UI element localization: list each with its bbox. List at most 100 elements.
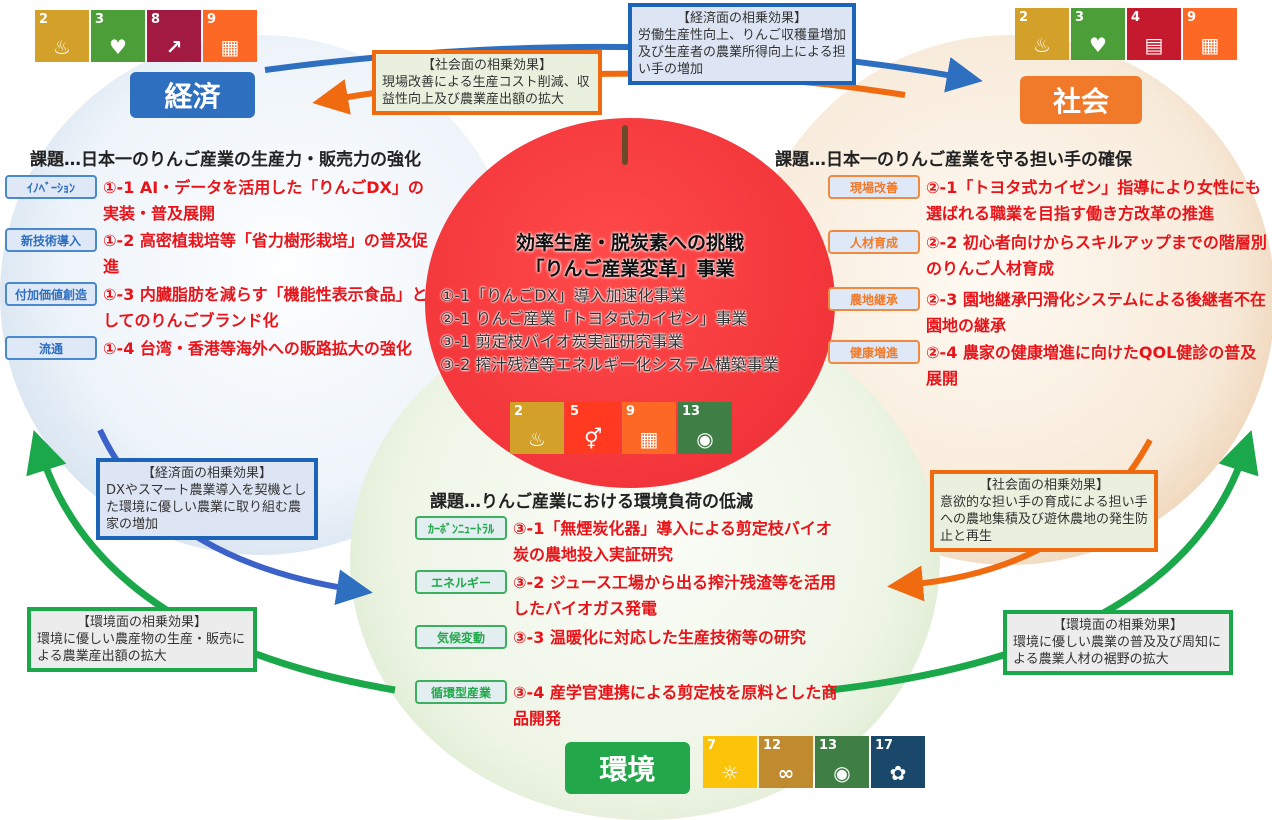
- issue-environment: 課題…りんご産業における環境負荷の低減: [430, 492, 753, 512]
- measure-text: ①-2 高密植栽培等「省力樹形栽培」の普及促進: [103, 231, 428, 276]
- sdg-goal-tile: 2♨: [1015, 8, 1069, 60]
- sdg-icons-economy: 2♨ 3 ♥ 8 ↗ 9▦: [35, 10, 257, 62]
- sun-icon: ☼: [721, 761, 739, 785]
- effect-body: 労働生産性向上、りんご収穫量増加及び生産者の農業所得向上による担い手の増加: [638, 28, 847, 77]
- measure-tag: エネルギー: [415, 570, 507, 594]
- cubes-icon: ▦: [220, 35, 240, 59]
- sdg-goal-number: 9: [1187, 10, 1197, 25]
- sdg-goal-number: 17: [875, 738, 894, 753]
- sdg-icons-center: 2♨5⚥9▦13◉: [510, 402, 732, 454]
- effect-title: 【環境面の相乗効果】: [1052, 618, 1183, 633]
- effect-right-environment: 【環境面の相乗効果】環境に優しい農業の普及及び周知による農業人材の裾野の拡大: [1003, 610, 1233, 675]
- measure-tag: 流通: [5, 336, 97, 360]
- pillar-society: 社会: [1020, 76, 1142, 124]
- gender-icon: ⚥: [583, 427, 603, 451]
- sdg-goal-number: 8: [151, 12, 161, 27]
- measure-text: ①-4 台湾・香港等海外への販路拡大の強化: [103, 339, 412, 358]
- sdg-goal-number: 13: [682, 404, 701, 419]
- sdg-goal-number: 9: [207, 12, 217, 27]
- pillar-environment: 環境: [565, 742, 690, 794]
- sdg-goal-tile: 13 ◉: [815, 736, 869, 788]
- bowl-icon: ♨: [1033, 33, 1051, 57]
- pillar-economy: 経済: [130, 72, 255, 118]
- measure-text: ③-1「無煙炭化器」導入による剪定枝バイオ炭の農地投入実証研究: [513, 519, 832, 564]
- flower-icon: ✿: [889, 761, 907, 785]
- heartbeat-icon: ♥: [1089, 33, 1107, 57]
- effect-body: 意欲的な担い手の育成による担い手への農地集積及び遊休農地の発生防止と再生: [940, 495, 1149, 544]
- measure-tag: ｲﾉﾍﾞｰｼｮﾝ: [5, 175, 97, 199]
- sdg-goal-tile: 3♥: [1071, 8, 1125, 60]
- effect-title: 【社会面の相乗効果】: [978, 478, 1109, 493]
- sdg-goal-number: 2: [1019, 10, 1029, 25]
- growth-chart-icon: ↗: [165, 35, 183, 59]
- effect-body: 環境に優しい農産物の生産・販売による農業産出額の拡大: [37, 632, 246, 664]
- measure-tag: ｶｰﾎﾞﾝﾆｭｰﾄﾗﾙ: [415, 516, 507, 540]
- center-title-1: 効率生産・脱炭素への挑戦: [515, 232, 744, 254]
- sdg-goal-tile: 7☼: [703, 736, 757, 788]
- sdg-icons-society: 2♨3♥4▤9▦: [1015, 8, 1237, 60]
- measure-text: ③-2 ジュース工場から出る搾汁残渣等を活用したバイオガス発電: [513, 573, 836, 618]
- center-project: ①-1「りんごDX」導入加速化事業: [440, 286, 686, 305]
- sdg-goal-tile: 17 ✿: [871, 736, 925, 788]
- effect-right-social: 【社会面の相乗効果】意欲的な担い手の育成による担い手への農地集積及び遊休農地の発…: [930, 470, 1158, 552]
- sdg-goal-tile: 13 ◉: [678, 402, 732, 454]
- measure-tag: 循環型産業: [415, 680, 507, 704]
- sdg-goal-tile: 2♨: [510, 402, 564, 454]
- bowl-icon: ♨: [528, 427, 546, 451]
- book-icon: ▤: [1144, 33, 1164, 57]
- center-title-2: 「りんご産業変革」事業: [525, 258, 735, 280]
- center-project: ③-2 搾汁残渣等エネルギー化システム構築事業: [440, 355, 779, 374]
- center-project-list: ①-1「りんごDX」導入加速化事業 ②-1 りんご産業「トヨタ式カイゼン」事業 …: [440, 284, 779, 376]
- sdg-goal-number: 2: [514, 404, 524, 419]
- measure-text: ③-3 温暖化に対応した生産技術等の研究: [513, 628, 806, 647]
- sdg-goal-number: 12: [763, 738, 782, 753]
- sdg-goal-tile: 4▤: [1127, 8, 1181, 60]
- effect-title: 【経済面の相乗効果】: [141, 466, 272, 481]
- effect-top-social: 【社会面の相乗効果】現場改善による生産コスト削減、収益性向上及び農業産出額の拡大: [372, 50, 602, 115]
- apple-stem: [622, 125, 628, 165]
- measure-tag: 現場改善: [828, 175, 920, 199]
- sdg-goal-number: 3: [95, 12, 105, 27]
- effect-title: 【社会面の相乗効果】: [421, 58, 552, 73]
- effect-top-economic: 【経済面の相乗効果】労働生産性向上、りんご収穫量増加及び生産者の農業所得向上によ…: [628, 3, 856, 85]
- heartbeat-icon: ♥: [109, 35, 127, 59]
- environment-measure-item: 気候変動 ③-3 温暖化に対応した生産技術等の研究: [415, 625, 843, 651]
- issue-economy: 課題…日本一のりんご産業の生産力・販売力の強化: [30, 150, 421, 170]
- eye-icon: ◉: [833, 761, 851, 785]
- sdg-goal-number: 4: [1131, 10, 1141, 25]
- measure-text: ②-3 園地継承円滑化システムによる後継者不在園地の継承: [926, 290, 1266, 335]
- measure-text: ③-4 産学官連携による剪定枝を原料とした商品開発: [513, 683, 838, 728]
- measure-text: ②-2 初心者向けからスキルアップまでの階層別のりんご人材育成: [926, 233, 1267, 278]
- eye-icon: ◉: [696, 427, 714, 451]
- bowl-icon: ♨: [53, 35, 71, 59]
- sdg-goal-tile: 5⚥: [566, 402, 620, 454]
- effect-title: 【環境面の相乗効果】: [76, 615, 207, 630]
- measure-tag: 人材育成: [828, 230, 920, 254]
- arrow-environment-to-economy: [26, 429, 396, 694]
- arrow-economy-to-society: [264, 43, 983, 93]
- sdg-goal-tile: 9▦: [203, 10, 257, 62]
- sdg-goal-tile: 2♨: [35, 10, 89, 62]
- cubes-icon: ▦: [639, 427, 659, 451]
- center-project: ②-1 りんご産業「トヨタ式カイゼン」事業: [440, 309, 748, 328]
- effect-title: 【経済面の相乗効果】: [676, 11, 807, 26]
- economy-measure-item: 流通 ①-4 台湾・香港等海外への販路拡大の強化: [5, 336, 433, 362]
- cubes-icon: ▦: [1200, 33, 1220, 57]
- sdg-goal-tile: 9▦: [622, 402, 676, 454]
- effect-left-economic: 【経済面の相乗効果】DXやスマート農業導入を契機とした環境に優しい農業に取り組む…: [96, 458, 318, 540]
- issue-society: 課題…日本一のりんご産業を守る担い手の確保: [775, 150, 1132, 170]
- measure-tag: 健康増進: [828, 340, 920, 364]
- measure-text: ②-1「トヨタ式カイゼン」指導により女性にも選ばれる職業を目指す働き方改革の推進: [926, 178, 1262, 223]
- measure-tag: 気候変動: [415, 625, 507, 649]
- sdg-icons-environment: 7☼12∞13◉17✿: [703, 736, 925, 788]
- sdg-goal-number: 13: [819, 738, 838, 753]
